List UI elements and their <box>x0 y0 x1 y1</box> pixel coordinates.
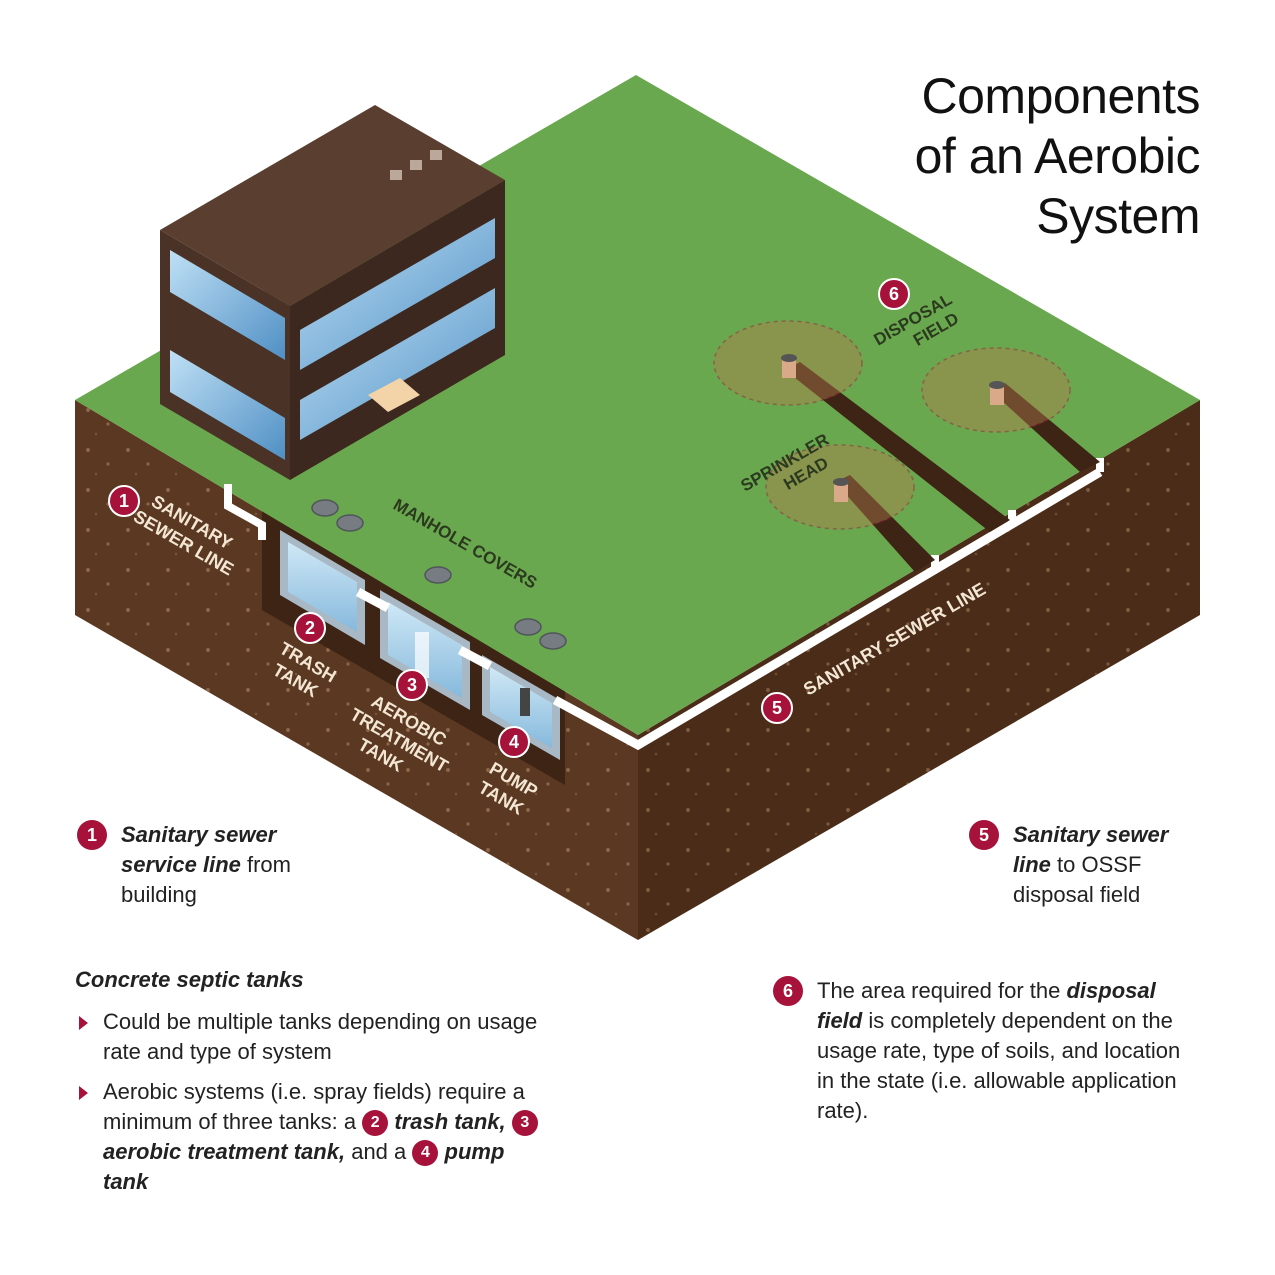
sprinkler-head-3 <box>833 478 849 502</box>
note-badge-6: 6 <box>773 976 803 1006</box>
note-6: 6 The area required for the disposal fie… <box>773 976 1202 1126</box>
aerobic-tank-shape <box>380 590 470 710</box>
tanks-list: Could be multiple tanks depending on usa… <box>75 1007 545 1197</box>
tanks-section: Concrete septic tanks Could be multiple … <box>75 965 545 1207</box>
svg-text:1: 1 <box>119 491 129 511</box>
svg-text:6: 6 <box>889 284 899 304</box>
svg-text:2: 2 <box>305 618 315 638</box>
badge-5: 5 <box>761 692 793 724</box>
sewer-service-pipe <box>224 484 266 540</box>
svg-text:5: 5 <box>772 698 782 718</box>
badge-4: 4 <box>498 726 530 758</box>
tanks-item-2: Aerobic systems (i.e. spray fields) requ… <box>75 1077 545 1197</box>
svg-text:3: 3 <box>407 675 417 695</box>
pump-tank-shape <box>482 655 560 760</box>
badge-1: 1 <box>108 485 140 517</box>
inline-badge-4: 4 <box>412 1140 439 1167</box>
tanks-item-1: Could be multiple tanks depending on usa… <box>75 1007 545 1067</box>
building <box>160 105 505 480</box>
sprinkler-head-1 <box>781 354 797 378</box>
page-title: Components of an Aerobic System <box>914 68 1201 244</box>
svg-text:4: 4 <box>509 732 519 752</box>
sewer-line-pipe <box>552 468 1103 751</box>
inline-badge-3: 3 <box>511 1110 538 1137</box>
badge-2: 2 <box>294 612 326 644</box>
badge-6: 6 <box>878 278 910 310</box>
badge-3: 3 <box>396 669 428 701</box>
note-5: 5 Sanitary sewer line to OSSF disposal f… <box>969 820 1203 910</box>
inline-badge-2: 2 <box>362 1110 389 1137</box>
note-badge-5: 5 <box>969 820 999 850</box>
tanks-heading: Concrete septic tanks <box>75 967 304 992</box>
manhole-covers <box>311 499 567 650</box>
trash-tank-shape <box>280 530 365 645</box>
note-badge-1: 1 <box>77 820 107 850</box>
note-1: 1 Sanitary sewer service line from build… <box>77 820 331 910</box>
sprinkler-head-2 <box>989 381 1005 405</box>
